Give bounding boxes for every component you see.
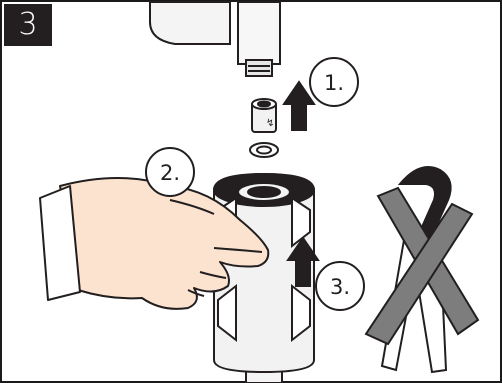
svg-text:↯: ↯ bbox=[266, 118, 274, 129]
arrow-up-icon bbox=[284, 82, 314, 130]
callout-3-label: 3. bbox=[330, 275, 350, 299]
callout-2-label: 2. bbox=[160, 161, 180, 185]
callout-3: 3. bbox=[316, 262, 364, 310]
forbidden-cross-icon bbox=[366, 188, 478, 344]
callout-1: 1. bbox=[310, 58, 358, 106]
callout-2: 2. bbox=[146, 148, 194, 196]
flow-restrictor-nut: ↯ bbox=[252, 99, 276, 132]
shower-bracket bbox=[150, 2, 280, 76]
washer bbox=[250, 143, 278, 157]
callout-1-label: 1. bbox=[324, 71, 344, 95]
